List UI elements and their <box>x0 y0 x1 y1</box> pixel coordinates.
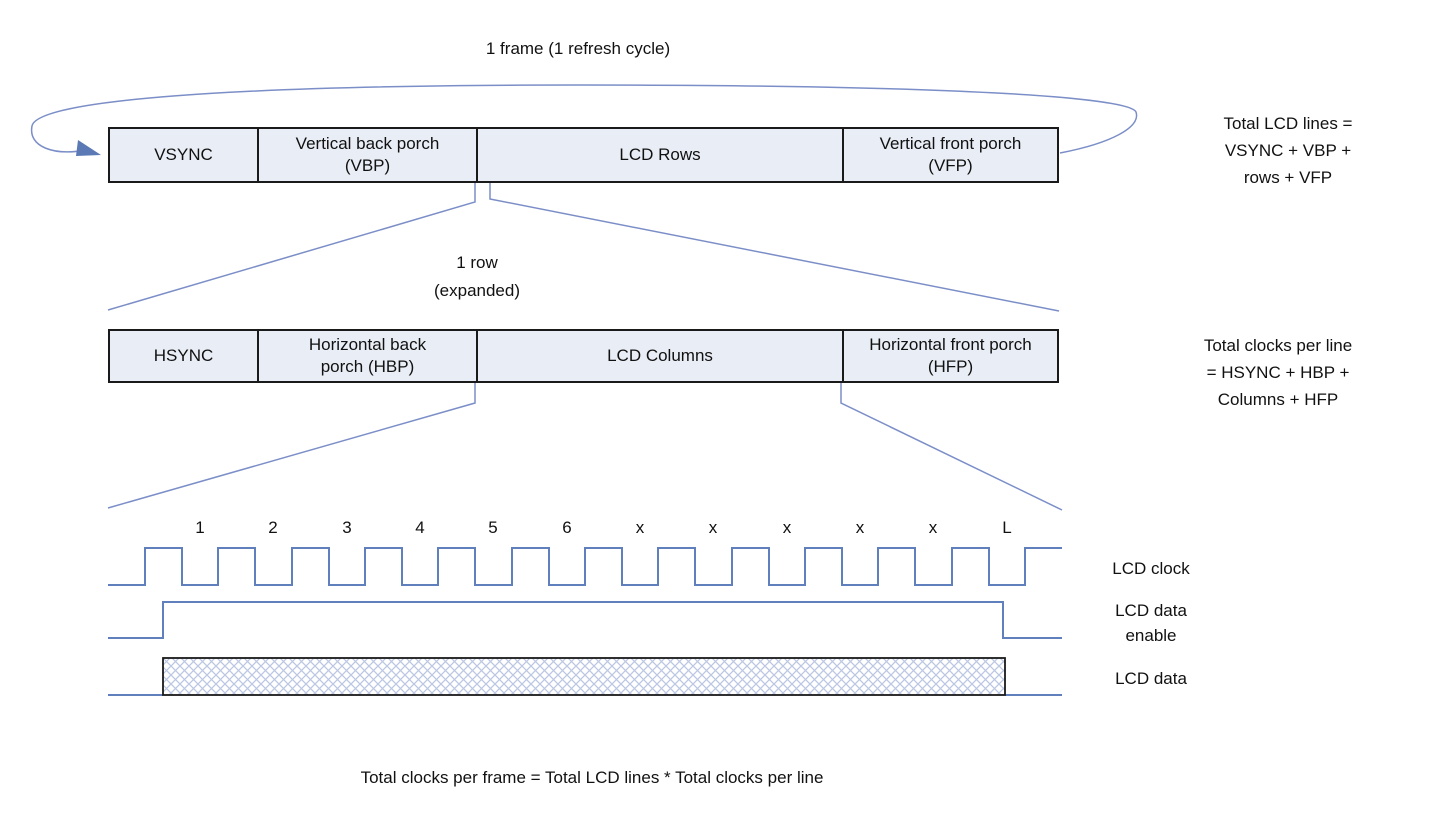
lcd-data-enable-label: LCD data enable <box>1115 601 1187 645</box>
lcd-clock-waveform <box>108 547 1062 586</box>
row-expanded-label: 1 row (expanded) <box>433 253 521 300</box>
clock-expansion-line-right <box>840 383 1063 511</box>
frame-cell-vfp: Vertical front porch (VFP) <box>842 129 1057 181</box>
lcd-data-enable-waveform <box>108 601 1062 639</box>
clock-cycle-label: x <box>782 518 792 537</box>
diagram-title: 1 frame (1 refresh cycle) <box>485 39 671 58</box>
line-cell-hbp: Horizontal back porch (HBP) <box>257 331 476 381</box>
clock-cycle-label: x <box>928 518 938 537</box>
clock-cycle-label: x <box>708 518 718 537</box>
frame-cell-vbp: Vertical back porch (VBP) <box>257 129 476 181</box>
clock-cycle-label: 3 <box>342 518 352 537</box>
line-timing-bar: HSYNC Horizontal back porch (HBP) LCD Co… <box>108 329 1059 383</box>
clock-cycle-label: L <box>1002 518 1012 537</box>
frame-loop-arrow <box>30 84 1138 154</box>
frame-cell-vsync: VSYNC <box>154 145 213 164</box>
clock-cycle-label: x <box>635 518 645 537</box>
lcd-clock-label: LCD clock <box>1112 559 1190 578</box>
line-cell-hsync: HSYNC <box>153 346 214 365</box>
total-clocks-per-frame-formula: Total clocks per frame = Total LCD lines… <box>360 768 824 787</box>
frame-timing-bar: VSYNC Vertical back porch (VBP) LCD Rows… <box>108 127 1059 183</box>
clock-cycle-label: x <box>855 518 865 537</box>
clock-cycle-label: 4 <box>415 518 425 537</box>
row-expansion-line-left <box>107 183 476 311</box>
line-cell-hfp: Horizontal front porch (HFP) <box>842 331 1057 381</box>
clock-expansion-line-left <box>107 383 476 509</box>
loop-arrowhead-icon <box>76 140 101 156</box>
line-cell-columns: LCD Columns <box>476 331 842 381</box>
row-expansion-line-right <box>489 183 1060 312</box>
lcd-data-label: LCD data <box>1115 669 1187 688</box>
clock-cycle-label: 1 <box>195 518 205 537</box>
clock-cycle-label: 2 <box>268 518 278 537</box>
lcd-data-box <box>162 657 1006 696</box>
total-clocks-per-line-note: Total clocks per line = HSYNC + HBP + Co… <box>1203 336 1353 409</box>
clock-cycle-label: 5 <box>488 518 498 537</box>
frame-cell-rows: LCD Rows <box>476 129 842 181</box>
clock-cycle-label: 6 <box>562 518 572 537</box>
total-lcd-lines-note: Total LCD lines = VSYNC + VBP + rows + V… <box>1223 114 1353 187</box>
